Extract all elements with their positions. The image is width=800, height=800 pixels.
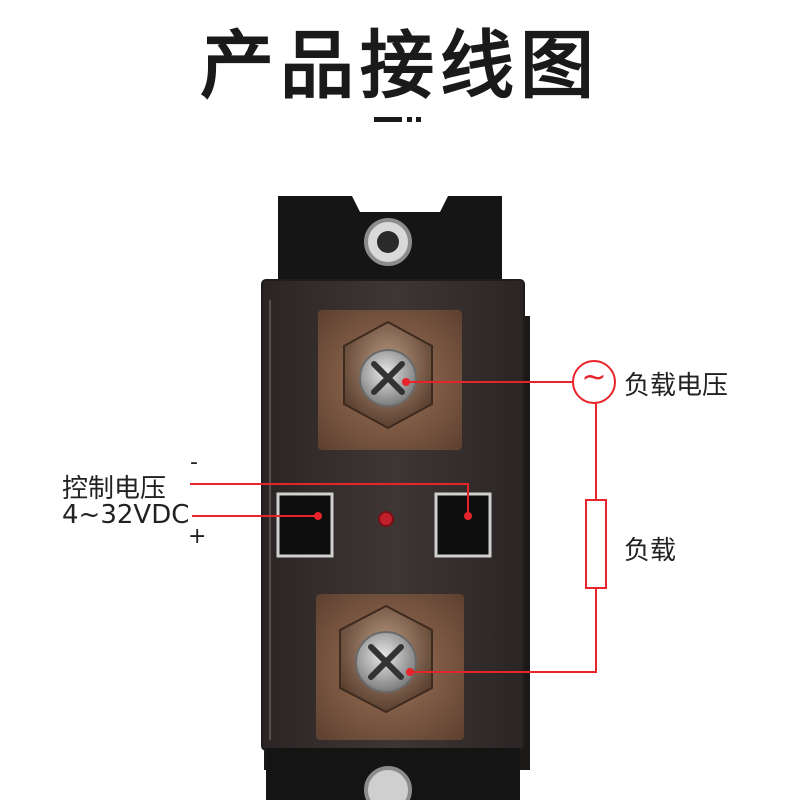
wire-load-return [410,588,597,673]
mount-hole-bottom [364,766,412,800]
control-voltage-label: 控制电压 [62,474,167,504]
lower-screw-cross-icon [368,644,404,680]
control-socket-left [276,492,334,558]
relay [261,196,530,800]
mount-hole-top-inner [377,231,399,253]
wire-dot [406,668,414,676]
control-socket-right [434,492,492,558]
wire-control-minus [190,483,469,516]
wire-dot [402,378,410,386]
wiring [190,381,597,673]
control-range-label: 4~32VDC [62,500,190,530]
wire-endpoints [314,378,472,676]
minus-sign: - [190,450,198,475]
divider-dot [416,117,421,122]
load-resistor-icon [585,499,607,589]
divider-bar [374,117,402,122]
plus-sign: + [188,524,207,549]
divider-dot [407,117,412,122]
upper-screw-cross-icon [371,361,405,395]
wire-dot [464,512,472,520]
load-label: 负载 [624,536,677,566]
wire-dot [314,512,322,520]
load-voltage-label: 负载电压 [624,371,729,401]
ac-source-icon [572,360,616,404]
page-title: 产品接线图 [200,23,600,109]
status-led [378,511,394,527]
ac-symbol-text: ~ [581,360,607,395]
